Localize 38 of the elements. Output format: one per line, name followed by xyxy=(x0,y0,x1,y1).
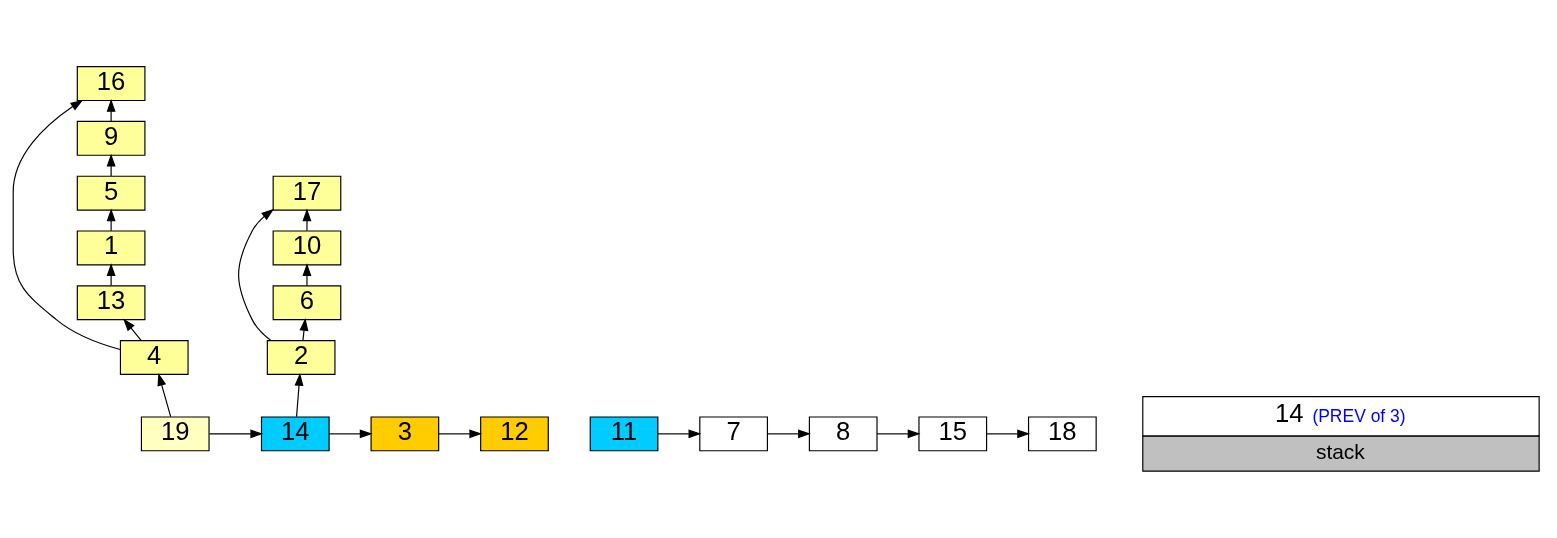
arrow xyxy=(106,207,116,231)
arrow xyxy=(12,99,121,350)
node-box: 18 xyxy=(1027,415,1097,451)
node-box: 2 xyxy=(266,339,336,375)
node-box: 14 xyxy=(260,415,330,451)
arrow xyxy=(302,262,312,286)
node-box: 1 xyxy=(76,229,146,265)
node-box: 7 xyxy=(699,415,768,451)
arrow xyxy=(328,428,373,438)
arrow xyxy=(106,153,116,177)
arrow xyxy=(208,428,264,438)
node-box: 9 xyxy=(76,120,146,156)
arrow xyxy=(123,317,142,341)
arrow xyxy=(294,372,304,417)
node-box: 3 xyxy=(370,415,440,451)
arrow xyxy=(106,98,116,122)
node-box: 11 xyxy=(589,415,659,451)
arrow xyxy=(238,208,275,341)
arrow xyxy=(302,207,312,231)
arrow xyxy=(876,428,921,438)
node-box: 16 xyxy=(76,65,146,101)
node-box: 10 xyxy=(272,229,342,265)
node-box: 17 xyxy=(272,175,342,211)
arrow xyxy=(299,317,309,341)
arrow xyxy=(438,428,483,438)
arrow xyxy=(766,428,811,438)
node-box: 6 xyxy=(272,284,342,320)
node-box: 19 xyxy=(140,415,210,451)
arrow xyxy=(657,428,702,438)
node-box: 8 xyxy=(808,415,878,451)
node-box: 15 xyxy=(918,415,988,451)
node-box: 4 xyxy=(119,339,189,375)
arrow xyxy=(106,262,116,286)
node-box: 12 xyxy=(480,415,549,451)
node-box: 5 xyxy=(76,175,146,211)
arrow xyxy=(986,428,1031,438)
node-box: 13 xyxy=(76,284,146,320)
arrow xyxy=(157,372,172,417)
